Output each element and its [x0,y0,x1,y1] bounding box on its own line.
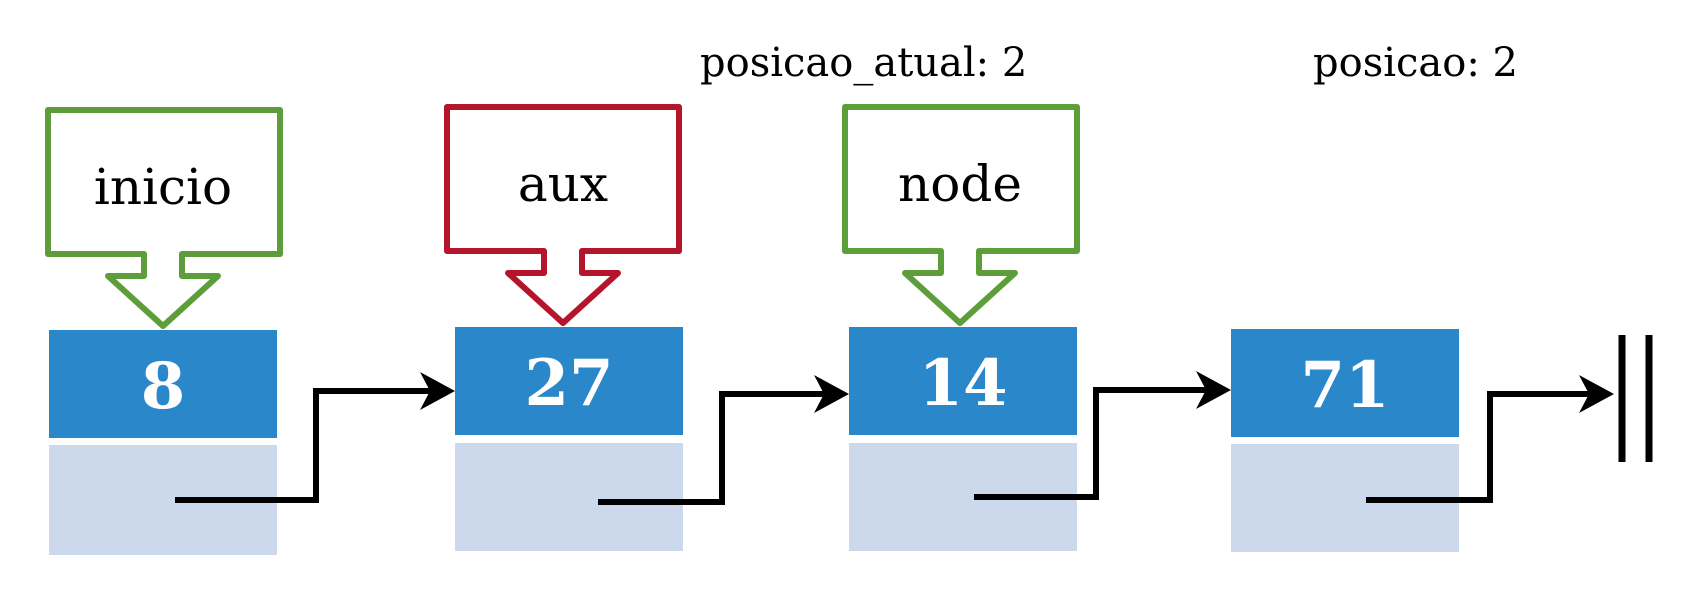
list-node: 14 [849,327,1077,551]
next-pointer-arrow [175,372,455,503]
pointer-aux-label: aux [518,155,608,213]
node-value: 14 [918,346,1007,421]
node-data-cell [849,327,1077,435]
node-value: 27 [524,346,613,421]
next-pointer-arrow [974,371,1231,500]
posicao-atual-label: posicao_atual: 2 [700,40,1027,86]
node-value: 8 [141,349,186,424]
pointer-inicio-label: inicio [94,158,232,216]
pointer-inicio: inicio [45,107,283,329]
list-node: 8 [49,330,277,555]
list-node: 71 [1231,329,1459,552]
pointer-node-label: node [898,155,1022,213]
node-data-cell [1231,329,1459,437]
node-data-cell [455,327,683,435]
next-pointer-arrow [598,375,849,505]
pointer-aux: aux [444,104,682,326]
pointer-inicio-callout [45,107,283,329]
posicao-label: posicao: 2 [1313,40,1518,86]
node-value: 71 [1300,348,1389,423]
list-node: 27 [455,327,683,551]
next-pointer-arrow [1366,375,1614,503]
pointer-node-callout [842,104,1080,326]
node-data-cell [49,330,277,438]
node-next-cell [455,443,683,551]
pointer-aux-callout [444,104,682,326]
double-bar-icon [1618,335,1653,462]
pointer-node: node [842,104,1080,326]
